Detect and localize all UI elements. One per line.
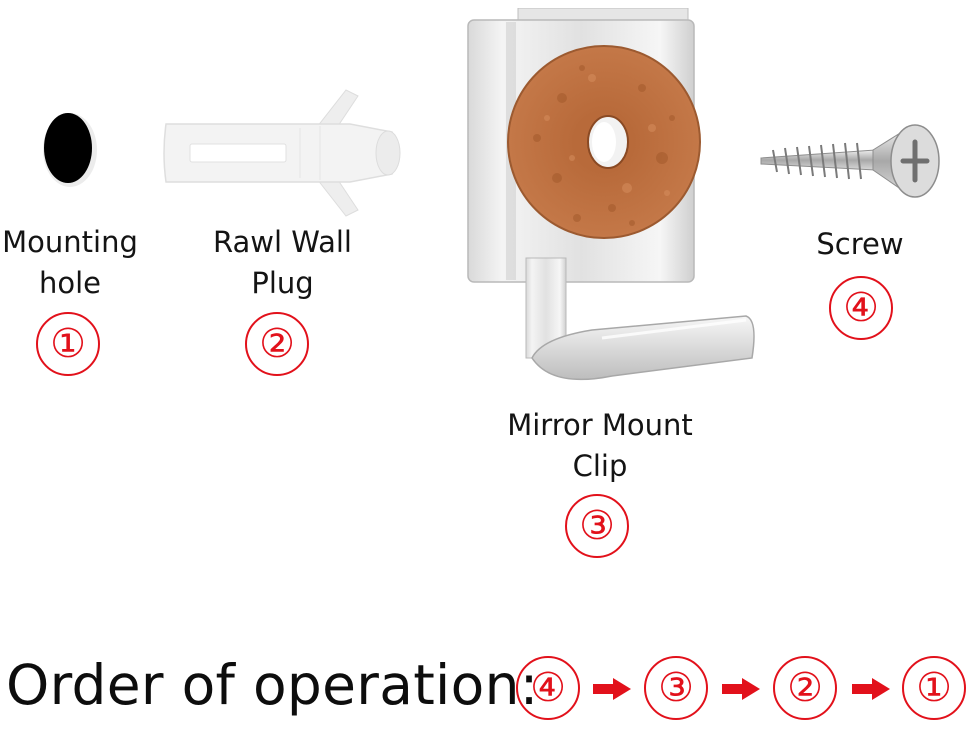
mounting-hole-illustration xyxy=(43,113,97,187)
number-badge-4: ④ xyxy=(829,276,893,340)
number-badge-1: ① xyxy=(36,312,100,376)
number-badge-3: ③ xyxy=(565,494,629,558)
screw-illustration xyxy=(760,124,940,198)
mirror-clip-label: Mirror Mount Clip xyxy=(507,408,693,483)
wall-plug-illustration xyxy=(163,89,401,217)
number-badge-2: ② xyxy=(245,312,309,376)
order-step-4-badge: ① xyxy=(902,656,966,720)
screw-label: Screw xyxy=(816,227,904,261)
arrow-right-icon xyxy=(722,678,760,700)
mirror-clip-illustration xyxy=(467,8,755,381)
order-of-operation-title: Order of operation: xyxy=(6,653,539,717)
order-step-3-badge: ② xyxy=(773,656,837,720)
order-step-2-badge: ③ xyxy=(644,656,708,720)
wall-plug-label: Rawl Wall Plug xyxy=(213,225,352,300)
arrow-right-icon xyxy=(593,678,631,700)
arrow-right-icon xyxy=(852,678,890,700)
mounting-hole-label: Mounting hole xyxy=(2,225,138,300)
order-step-1-badge: ④ xyxy=(516,656,580,720)
